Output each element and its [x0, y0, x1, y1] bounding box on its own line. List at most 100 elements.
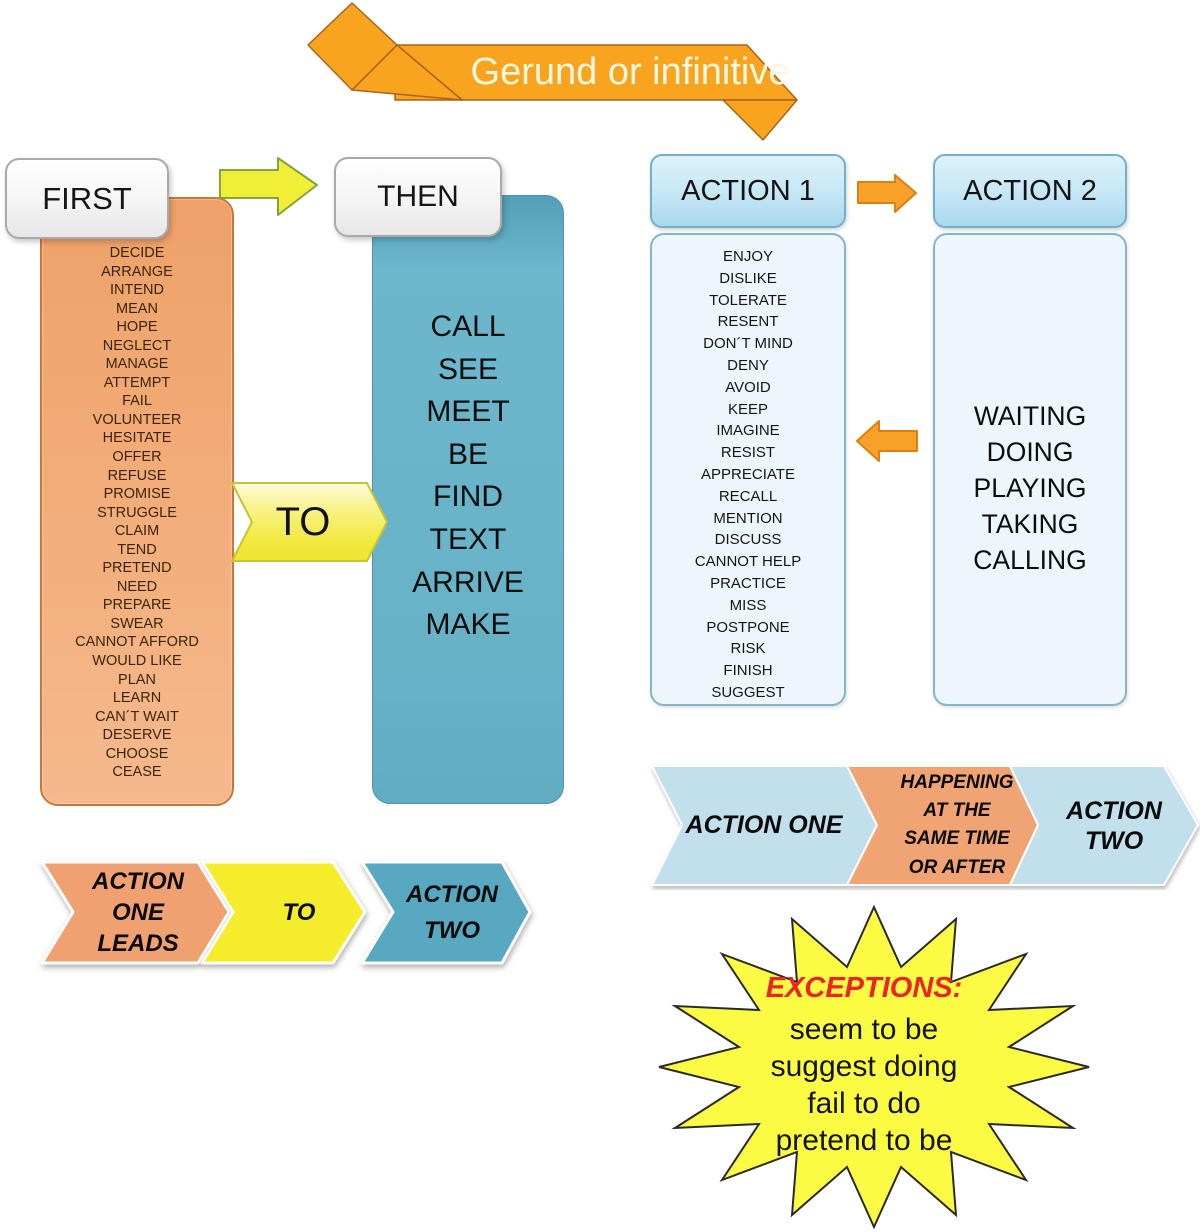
gerund-sequence-strip	[651, 765, 1199, 886]
action2-gerund: DOING	[986, 437, 1074, 467]
action1-verb: MENTION	[713, 509, 783, 527]
action1-verb: DENY	[727, 356, 769, 374]
first-verb: CEASE	[112, 764, 162, 781]
exception-item: pretend to be	[775, 1124, 953, 1157]
exceptions-starburst	[658, 904, 1090, 1230]
action1-verb: CANNOT HELP	[694, 553, 802, 571]
action1-verb: RESENT	[717, 313, 779, 331]
first-verb: MEAN	[116, 300, 158, 317]
first-verb: ARRANGE	[101, 263, 173, 280]
then-label: THEN	[377, 180, 459, 213]
action1-verb: APPRECIATE	[701, 465, 795, 483]
gerund-seq-step2-line: HAPPENING	[900, 772, 1014, 793]
action2-gerund: WAITING	[973, 401, 1087, 431]
then-verb: MAKE	[425, 608, 511, 642]
infinitive-seq-step2-line: TO	[282, 899, 316, 926]
action1-to-action2-arrow-icon	[857, 174, 917, 213]
first-verb: TEND	[117, 541, 157, 558]
first-verb: SWEAR	[110, 615, 164, 632]
infinitive-seq-step1-label: ACTION ONE LEADS	[58, 866, 218, 959]
infinitive-seq-step1-line: ONE	[111, 899, 164, 926]
gerund-seq-step1-line: ACTION ONE	[685, 811, 843, 839]
first-label: FIRST	[42, 180, 132, 216]
first-verb: PREPARE	[102, 597, 172, 614]
exceptions-title: EXCEPTIONS:	[765, 972, 963, 1004]
infinitive-seq-step1-line: ACTION	[92, 868, 184, 895]
action1-header-box: ACTION 1	[650, 154, 846, 228]
first-verb: FAIL	[122, 393, 152, 410]
action1-verb: ENJOY	[722, 248, 773, 265]
action1-verb: DISLIKE	[719, 269, 777, 287]
infinitive-seq-chevron-action-two	[360, 860, 532, 965]
then-verb: TEXT	[429, 522, 507, 556]
action1-verb: DON´T MIND	[703, 335, 793, 353]
then-verb: BE	[447, 437, 489, 471]
infinitive-seq-step1-line: LEADS	[97, 930, 179, 957]
infinitive-seq-chevron-to	[200, 860, 367, 965]
gerund-seq-step2-line: AT THE	[923, 800, 991, 822]
first-verb: CAN´T WAIT	[95, 708, 179, 725]
action1-label: ACTION 1	[681, 174, 815, 207]
first-verb: CHOOSE	[105, 745, 169, 762]
title-ribbon	[307, 2, 798, 141]
first-label-box: FIRST	[5, 158, 169, 239]
action1-verb: AVOID	[725, 378, 771, 396]
infinitive-seq-step3-line: ACTION	[406, 881, 498, 908]
exception-item: seem to be	[789, 1013, 939, 1046]
gerund-seq-step1-label: ACTION ONE	[664, 811, 864, 840]
first-verb: LEARN	[112, 690, 162, 707]
action1-verb: FINISH	[723, 662, 773, 680]
action2-gerund: CALLING	[973, 545, 1087, 575]
first-verb: DESERVE	[102, 727, 172, 744]
first-verb: PLAN	[118, 671, 156, 688]
action1-verb: RESIST	[720, 444, 776, 462]
gerund-seq-step3-line: TWO	[1084, 827, 1144, 855]
first-to-then-arrow-icon	[219, 157, 318, 216]
first-verb: NEED	[116, 578, 158, 595]
action1-verb: POSTPONE	[706, 618, 790, 636]
diagram-title: Gerund or infinitive	[470, 51, 790, 93]
gerund-action1-verbs-panel: ENJOY DISLIKE TOLERATE RESENT DON´T MIND DENY…	[650, 233, 846, 706]
first-verb: STRUGGLE	[97, 504, 177, 521]
gerund-seq-chevron-action-two	[1009, 765, 1199, 886]
first-verb: PRETEND	[102, 560, 172, 577]
action1-verb: TOLERATE	[709, 291, 787, 309]
action2-header-box: ACTION 2	[933, 154, 1127, 228]
starburst-shape	[658, 904, 1090, 1230]
action1-verb: KEEP	[727, 400, 769, 418]
first-verb: HOPE	[116, 319, 158, 336]
then-label-box: THEN	[334, 157, 502, 237]
to-chevron-shape	[231, 482, 388, 562]
action1-verb: MISS	[729, 596, 767, 614]
gerund-seq-step2-line: OR AFTER	[908, 856, 1006, 878]
first-verb: REFUSE	[107, 467, 167, 484]
gerund-seq-step2-line: SAME TIME	[904, 828, 1010, 850]
action1-verb: RECALL	[718, 487, 778, 505]
to-chevron	[231, 482, 388, 562]
first-verb: PROMISE	[103, 486, 171, 503]
then-verb: FIND	[433, 480, 503, 514]
to-chevron-label: TO	[275, 500, 331, 544]
first-verb: CLAIM	[114, 523, 160, 540]
then-verb: SEE	[437, 352, 499, 386]
first-verb: INTEND	[110, 282, 164, 299]
first-verb: OFFER	[112, 449, 162, 466]
action1-verb: IMAGINE	[716, 422, 780, 440]
action2-label: ACTION 2	[963, 174, 1097, 207]
then-verb: ARRIVE	[412, 565, 524, 599]
action2-gerund: TAKING	[981, 509, 1079, 539]
action1-verb: PRACTICE	[710, 574, 786, 592]
action1-verbs-list: ENJOY DISLIKE TOLERATE RESENT DON´T MIND DENY…	[652, 235, 844, 704]
then-verb: CALL	[430, 310, 506, 343]
ribbon-left-diamond	[307, 2, 398, 91]
first-verb: CANNOT AFFORD	[75, 634, 199, 651]
action1-verb: DISCUSS	[714, 531, 782, 549]
